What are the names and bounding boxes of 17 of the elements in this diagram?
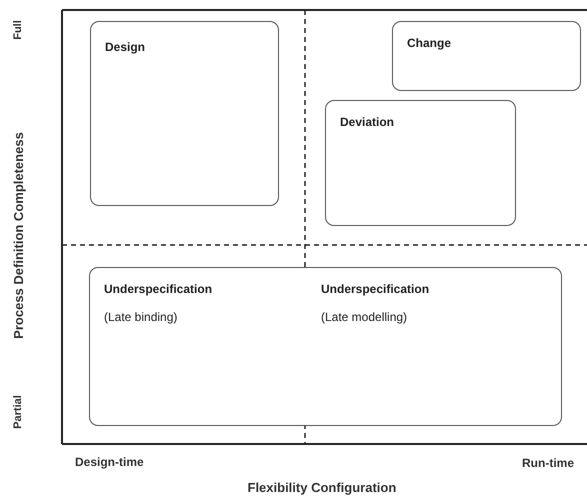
rounded-box [90, 21, 279, 206]
rounded-box [325, 100, 516, 226]
box-subtitle: (Late binding) [104, 310, 178, 324]
axis-title: Flexibility Configuration [248, 480, 396, 494]
box-subtitle: (Late modelling) [321, 310, 408, 324]
box-title: Deviation [340, 115, 394, 129]
axis-title: Process Definition Completeness [10, 132, 26, 338]
axis-tick-label: Design-time [75, 455, 144, 469]
rounded-box [392, 21, 581, 91]
rounded-box [89, 267, 562, 426]
axis-tick-label: Partial [12, 395, 24, 429]
axis-tick-label: Full [12, 20, 24, 40]
box-title: Design [105, 40, 146, 54]
box-title: Change [407, 36, 452, 50]
box-title: Underspecification [104, 282, 212, 296]
box-title: Underspecification [321, 282, 430, 296]
axis-tick-label: Run-time [522, 456, 574, 470]
